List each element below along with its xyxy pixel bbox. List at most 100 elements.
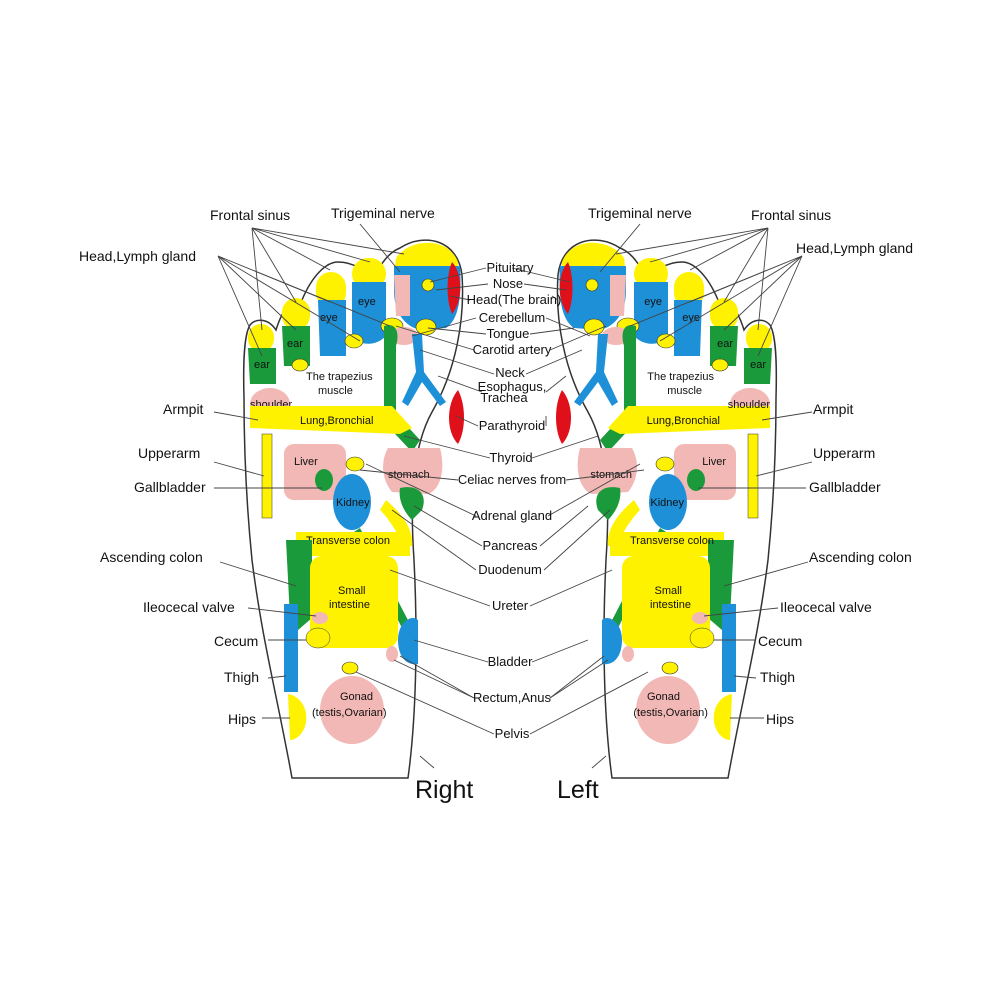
neck-label: Neck [495, 365, 525, 380]
thigh-label-right: Thigh [224, 669, 259, 685]
pelvis-yellow [341, 661, 359, 675]
toe-base-blob [656, 333, 676, 349]
trapezius-label-left-1: The trapezius [647, 371, 714, 383]
toe-base-blob [583, 318, 605, 336]
lung-label-left: Lung,Bronchial [647, 415, 720, 427]
kidney-blue [333, 474, 371, 530]
toe4-yellow [282, 298, 310, 330]
pelvis-yellow [661, 661, 679, 675]
bladder-blue [398, 618, 418, 665]
left-foot-shapes [556, 239, 778, 779]
small-label-right-1: Small [338, 585, 366, 597]
cecum-yellow [305, 627, 331, 649]
rectum-pink [622, 646, 634, 662]
toe5-green [744, 348, 772, 384]
ileocecal-pink [692, 612, 708, 624]
toe2-blue [634, 282, 668, 344]
transverse-label-right: Transverse colon [306, 535, 390, 547]
lung-yellow [608, 406, 770, 434]
parathyroid-red [556, 390, 571, 444]
toe2-blue [352, 282, 386, 344]
thigh-blue [284, 604, 298, 692]
big-toe-blue [394, 266, 461, 330]
liver-label-right: Liver [294, 456, 318, 468]
labels-right-side: Frontal sinus Head,Lymph gland Trigemina… [79, 205, 435, 727]
tongue-label: Tongue [487, 326, 530, 341]
liver-label-left: Liver [702, 456, 726, 468]
celiac-label: Celiac nerves from [458, 472, 566, 487]
esophagus-blue [402, 334, 446, 406]
toe5-yellow [746, 324, 772, 352]
pituitary-dot [421, 278, 435, 292]
pituitary-label: Pituitary [487, 260, 534, 275]
adrenal-yellow [345, 456, 365, 472]
esophagus-blue [574, 334, 618, 406]
ileocecal-label-right: Ileocecal valve [143, 599, 235, 615]
thigh-blue [722, 604, 736, 692]
duodenum-label: Duodenum [478, 562, 542, 577]
toe4-green [282, 326, 310, 366]
trigeminal-label-left: Trigeminal nerve [588, 205, 692, 221]
leader-lines-left [591, 223, 813, 769]
kidney-label-right: Kidney [336, 497, 370, 509]
upperarm-yellow [261, 433, 273, 519]
kidney-label-left: Kidney [650, 497, 684, 509]
gonad-label-left-1: Gonad [647, 691, 680, 703]
ear-label-left-2: ear [750, 359, 766, 371]
toe5-yellow [248, 324, 274, 352]
head-lymph-label-right: Head,Lymph gland [79, 248, 196, 264]
ureter-label: Ureter [492, 598, 529, 613]
trapezius-label-left-2: muscle [667, 385, 702, 397]
gonad-pink [636, 676, 700, 744]
gonad-label-right-2: (testis,Ovarian) [312, 707, 387, 719]
ileocecal-pink [312, 612, 328, 624]
armpit-label-right: Armpit [163, 401, 204, 417]
lung-label-right: Lung,Bronchial [300, 415, 373, 427]
ear-label-right-1: ear [287, 338, 303, 350]
pelvis-label: Pelvis [495, 726, 530, 741]
lung-yellow [250, 406, 412, 434]
eye-label-right-2: eye [320, 312, 338, 324]
leader-lines-center [355, 267, 649, 735]
upperarm-label-left: Upperarm [813, 445, 875, 461]
pancreas-green [399, 487, 424, 520]
frontal-sinus-label-left: Frontal sinus [751, 207, 831, 223]
thyroid-label: Thyroid [489, 450, 532, 465]
stomach-pink [383, 448, 443, 494]
transverse-colon-yellow [610, 532, 724, 556]
small-intestine-yellow [622, 556, 710, 648]
trigeminal-label-right: Trigeminal nerve [331, 205, 435, 221]
ascending-colon-label-right: Ascending colon [100, 549, 203, 565]
gallbladder-green [687, 469, 705, 491]
esophagus-label: Esophagus, [478, 379, 547, 394]
labels-left-side: Frontal sinus Head,Lymph gland Trigemina… [588, 205, 913, 727]
gallbladder-label-right: Gallbladder [134, 479, 206, 495]
big-toe-blue [559, 266, 626, 330]
toe3-blue [674, 300, 702, 356]
hips-label-left: Hips [766, 711, 794, 727]
pituitary-dot [585, 278, 599, 292]
left-foot-title: Left [557, 776, 599, 804]
small-label-left-2: intestine [650, 599, 691, 611]
pancreas-label: Pancreas [483, 538, 538, 553]
upperarm-yellow [747, 433, 759, 519]
cerebellum-label: Cerebellum [479, 310, 545, 325]
hips-label-right: Hips [228, 711, 256, 727]
leader-lines-right [213, 223, 435, 769]
gallbladder-label-left: Gallbladder [809, 479, 881, 495]
bladder-label: Bladder [488, 654, 533, 669]
small-label-right-2: intestine [329, 599, 370, 611]
hips-yellow [713, 694, 732, 740]
rectum-pink [386, 646, 398, 662]
stomach-pink [577, 448, 637, 494]
trapezius-label-right-1: The trapezius [306, 371, 373, 383]
hips-yellow [288, 694, 307, 740]
eye-label-right-1: eye [358, 296, 376, 308]
rectum-label: Rectum,Anus [473, 690, 552, 705]
parathyroid-label: Parathyroid [479, 418, 545, 433]
toe5-green [248, 348, 276, 384]
toe3-blue [318, 300, 346, 356]
toe-base-blob [291, 358, 309, 372]
gonad-pink [320, 676, 384, 744]
